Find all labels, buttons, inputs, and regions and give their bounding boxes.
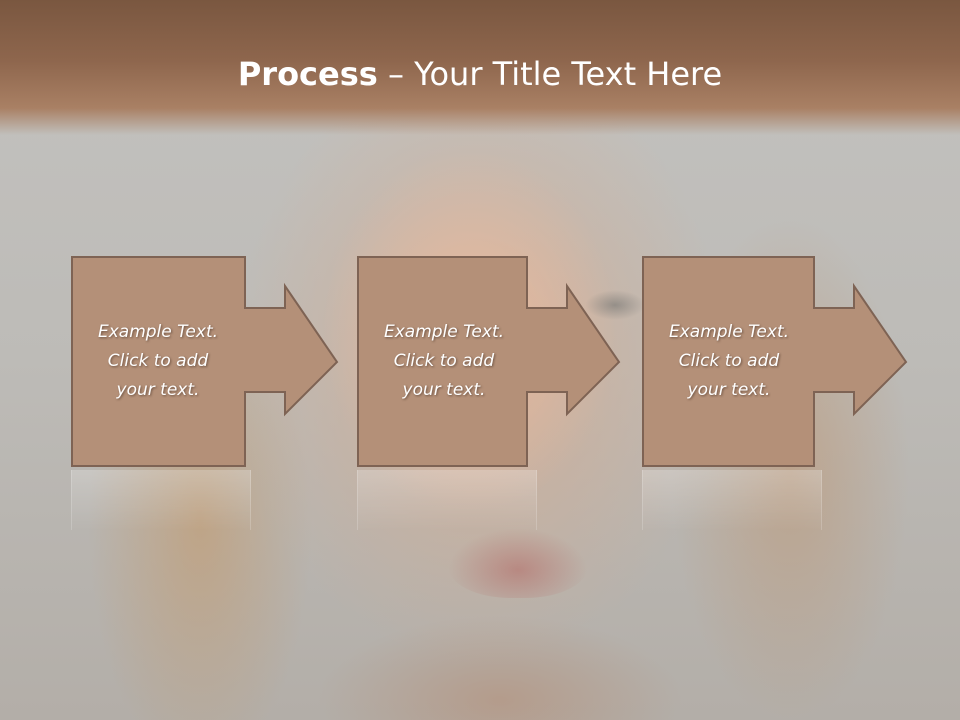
title-band [0, 0, 960, 135]
step-box [357, 256, 621, 467]
step-reflection [71, 470, 251, 530]
background-photo-detail [585, 290, 645, 320]
title-rest-text: – Your Title Text Here [377, 55, 723, 93]
step-text[interactable]: Example Text. Click to add your text. [97, 321, 219, 400]
step-box [642, 256, 908, 467]
step-shape [71, 256, 339, 467]
step-reflection [357, 470, 537, 530]
background-photo-detail [448, 528, 588, 598]
step-shape [357, 256, 621, 467]
step-text[interactable]: Example Text. Click to add your text. [668, 321, 790, 400]
step-shape [642, 256, 908, 467]
step-reflection [642, 470, 822, 530]
process-step-1[interactable]: Example Text. Click to add your text. [71, 256, 339, 468]
slide-title[interactable]: Process – Your Title Text Here [0, 52, 960, 96]
step-text[interactable]: Example Text. Click to add your text. [383, 321, 505, 400]
title-bold-text: Process [237, 55, 378, 93]
step-box [71, 256, 339, 467]
process-step-2[interactable]: Example Text. Click to add your text. [357, 256, 625, 468]
process-step-3[interactable]: Example Text. Click to add your text. [642, 256, 910, 468]
